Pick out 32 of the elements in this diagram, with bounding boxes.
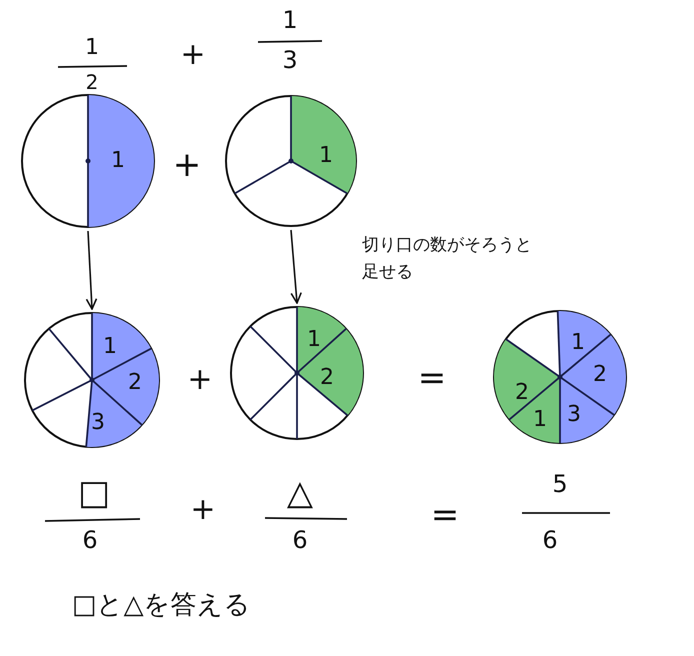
number: 1 xyxy=(282,8,298,32)
triangle-symbol: △ xyxy=(286,476,314,510)
note: 切り口の数がそろうと足せる xyxy=(362,234,533,284)
plus-sign: + xyxy=(180,40,206,70)
sector-number: 1 xyxy=(319,145,333,167)
equals-sign: = xyxy=(430,498,460,532)
instruction-text: □と△を答える xyxy=(72,592,251,618)
sector-number: 2 xyxy=(593,364,607,386)
number: 5 xyxy=(552,472,568,496)
plus-sign: + xyxy=(172,148,202,182)
sector-number: 1 xyxy=(533,409,547,431)
number: 6 xyxy=(542,528,558,552)
sector-number: 1 xyxy=(111,150,125,172)
box-symbol: □ xyxy=(78,476,110,510)
sector-number: 2 xyxy=(320,367,334,389)
sector-number: 2 xyxy=(515,382,529,404)
number: 3 xyxy=(282,48,298,72)
sector-number: 3 xyxy=(567,404,581,426)
sector-number: 1 xyxy=(103,336,117,358)
plus-sign: + xyxy=(187,365,213,395)
sector-number: 1 xyxy=(307,329,321,351)
number: 1 xyxy=(85,37,99,59)
plus-sign: + xyxy=(190,495,216,525)
number: 6 xyxy=(82,528,98,552)
number: 2 xyxy=(86,72,98,92)
number: 6 xyxy=(292,528,308,552)
sector-number: 2 xyxy=(128,372,142,394)
sector-number: 1 xyxy=(571,332,585,354)
arrow xyxy=(86,230,98,310)
sector-number: 3 xyxy=(91,412,105,434)
equals-sign: = xyxy=(418,361,446,395)
arrow xyxy=(290,230,302,304)
